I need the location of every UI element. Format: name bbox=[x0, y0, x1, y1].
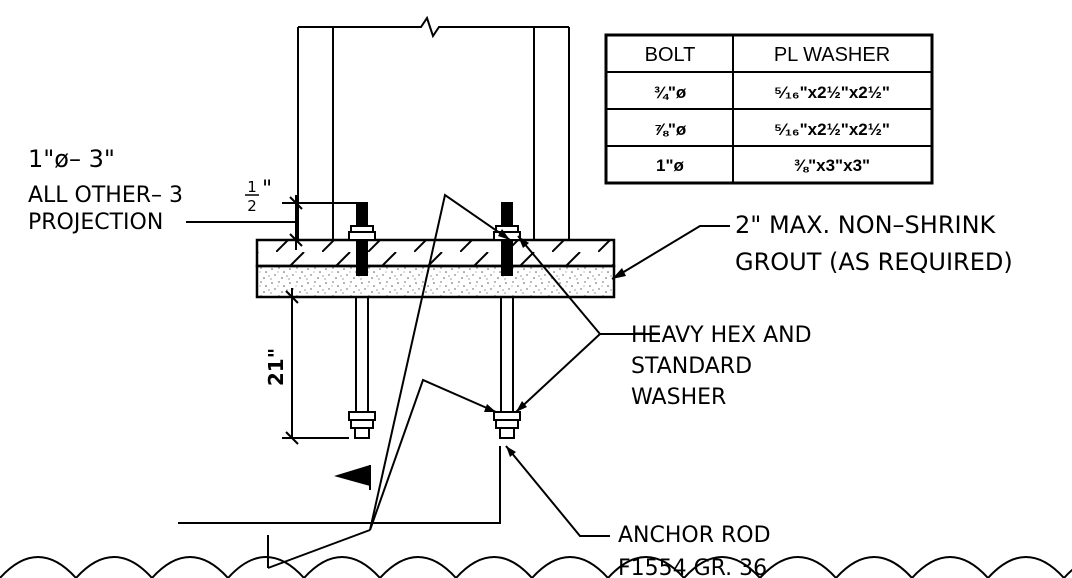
leader-arrowheads bbox=[484, 229, 626, 457]
projection-dimension bbox=[186, 195, 356, 250]
table-cell-washer-1: ⁵⁄₁₆"x2½"x2½" bbox=[774, 83, 890, 102]
leader-lines bbox=[178, 193, 730, 569]
steel-column bbox=[297, 15, 570, 240]
projection-note-frac-den: 2 bbox=[247, 197, 257, 215]
table-cell-bolt-3: 1"ø bbox=[656, 156, 685, 175]
grout-bed bbox=[255, 264, 616, 299]
nut-note-line1: HEAVY HEX AND bbox=[631, 323, 812, 348]
projection-note-frac-num: 1 bbox=[247, 178, 257, 196]
embedment-dimension-label: 21" bbox=[264, 348, 288, 386]
projection-note: 1"ø– 3" ALL OTHER– 3 1 2 " PROJECTION bbox=[28, 145, 272, 235]
nut-note-line3: WASHER bbox=[631, 385, 726, 410]
table-cell-bolt-1: ¾"ø bbox=[654, 83, 687, 102]
nut-note-line2: STANDARD bbox=[631, 354, 752, 379]
grout-note-line2: GROUT (AS REQUIRED) bbox=[735, 248, 1013, 276]
grout-note: 2" MAX. NON–SHRINK GROUT (AS REQUIRED) bbox=[735, 211, 1013, 276]
weld-flag-icon bbox=[334, 465, 371, 490]
anchor-rod-left bbox=[348, 202, 376, 439]
anchor-note-line2: F1554 GR. 36 bbox=[618, 556, 767, 578]
projection-note-line1: 1"ø– 3" bbox=[28, 145, 115, 173]
projection-note-inch: " bbox=[262, 177, 272, 202]
projection-note-line3: PROJECTION bbox=[28, 210, 163, 235]
table-cell-washer-2: ⁵⁄₁₆"x2½"x2½" bbox=[774, 120, 890, 139]
table-header-bolt: BOLT bbox=[645, 44, 696, 66]
table-cell-washer-3: ⅜"x3"x3" bbox=[794, 156, 870, 175]
bolt-washer-table: BOLT PL WASHER ¾"ø ⁵⁄₁₆"x2½"x2½" ⅞"ø ⁵⁄₁… bbox=[604, 33, 934, 185]
base-plate bbox=[255, 238, 616, 268]
embedment-dimension bbox=[256, 288, 349, 445]
table-cell-bolt-2: ⅞"ø bbox=[654, 120, 687, 139]
nut-washer-note: HEAVY HEX AND STANDARD WASHER bbox=[631, 323, 812, 410]
projection-note-line2: ALL OTHER– 3 bbox=[28, 183, 183, 208]
grout-note-line1: 2" MAX. NON–SHRINK bbox=[735, 211, 997, 239]
table-header-pl-washer: PL WASHER bbox=[774, 44, 890, 66]
anchor-rod-note: ANCHOR ROD F1554 GR. 36 bbox=[618, 523, 771, 578]
revision-cloud bbox=[0, 556, 1072, 578]
anchor-note-line1: ANCHOR ROD bbox=[618, 523, 771, 548]
